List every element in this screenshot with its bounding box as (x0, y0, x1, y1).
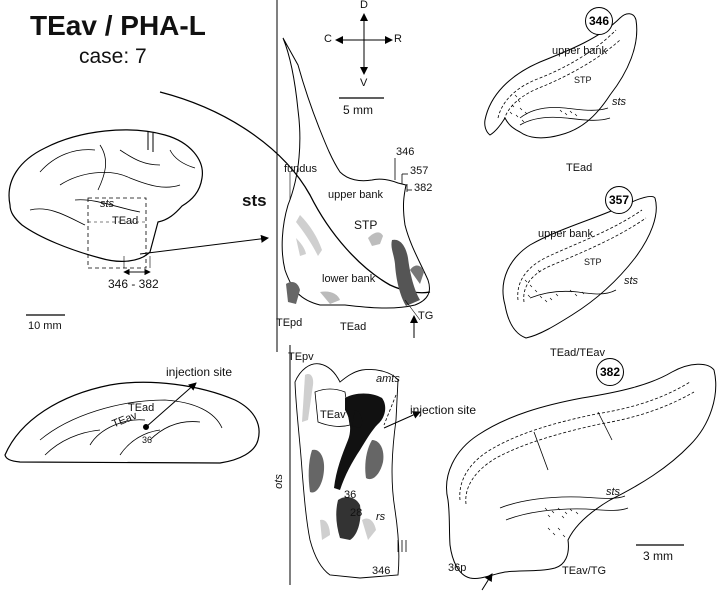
ventral-label: V (360, 77, 368, 89)
section-range-label: 346 - 382 (108, 277, 159, 291)
tepd-label: TEpd (276, 317, 303, 329)
sts-flatmap (281, 37, 430, 338)
section-357-drawing (502, 195, 657, 339)
sts-curve (159, 91, 431, 294)
ventral-area36-label: 36 (142, 435, 153, 445)
section-scale-bar-label: 3 mm (643, 549, 673, 563)
flatmap-stp-label: STP (354, 218, 378, 232)
section-357-bottom-label: TEad/TEav (550, 347, 606, 359)
lateral-scale-bar-label: 10 mm (28, 320, 62, 332)
section-382-labeling (544, 507, 579, 538)
figure-title: TEav / PHA-L (30, 10, 206, 41)
tick-346-label: 346 (396, 146, 415, 158)
section-382-sts-label: sts (606, 486, 621, 498)
case-label: case: 7 (79, 45, 147, 68)
flatmap-teav-label: TEav (320, 409, 346, 421)
section-346-upper-bank-label: upper bank (552, 45, 608, 57)
tick-357-label: 357 (410, 165, 429, 177)
section-382-36p-label: 36p (448, 562, 467, 574)
tick-382-label: 382 (414, 182, 433, 194)
ventral-flatmap (289, 345, 421, 585)
section-346-sts-label: sts (612, 96, 627, 108)
section-357-badge: 357 (605, 186, 633, 214)
section-346-drawing (484, 13, 638, 139)
section-346-badge: 346 (585, 7, 613, 35)
section-382-drawing (446, 363, 717, 591)
section-346-stp-label: STP (574, 75, 592, 85)
ventral-tick-346-label: 346 (372, 565, 391, 577)
rostral-label: R (394, 33, 402, 45)
flatmap-tead-label: TEad (340, 321, 367, 333)
amts-label: amts (376, 373, 400, 385)
tg-label: TG (418, 310, 434, 322)
rs-label: rs (376, 511, 386, 523)
flatmap-upper-bank-label: upper bank (328, 189, 384, 201)
section-357-sts-label: sts (624, 275, 639, 287)
section-346-bottom-label: TEad (566, 162, 593, 174)
ventral-brain-drawing (4, 381, 260, 464)
flatmap-area36-label: 36 (344, 489, 357, 501)
caudal-label: C (324, 33, 332, 45)
fundus-label: fundus (284, 163, 318, 175)
lateral-brain-drawing (8, 129, 269, 316)
ventral-injection-label: injection site (166, 365, 233, 379)
flatmap-scale-bar-label: 5 mm (343, 103, 373, 117)
section-382-bottom-label: TEav/TG (562, 565, 607, 577)
lateral-tead-label: TEad (112, 215, 139, 227)
lower-bank-label: lower bank (322, 273, 376, 285)
lateral-sts-label: sts (100, 198, 115, 210)
flatmap-injection-label: injection site (410, 403, 477, 417)
area28-label: 28 (350, 507, 363, 519)
ventral-tead-label: TEad (128, 402, 155, 414)
section-357-upper-bank-label: upper bank (538, 228, 594, 240)
section-382-badge: 382 (596, 358, 624, 386)
section-357-stp-label: STP (584, 257, 602, 267)
tepv-label: TEpv (288, 351, 314, 363)
section-346-labeling (509, 94, 578, 123)
flatmap-sts-label: sts (242, 191, 267, 210)
ots-label: ots (272, 474, 285, 489)
section-357-labeling (524, 269, 585, 303)
orientation-cross (335, 13, 393, 99)
dorsal-label: D (360, 0, 368, 11)
